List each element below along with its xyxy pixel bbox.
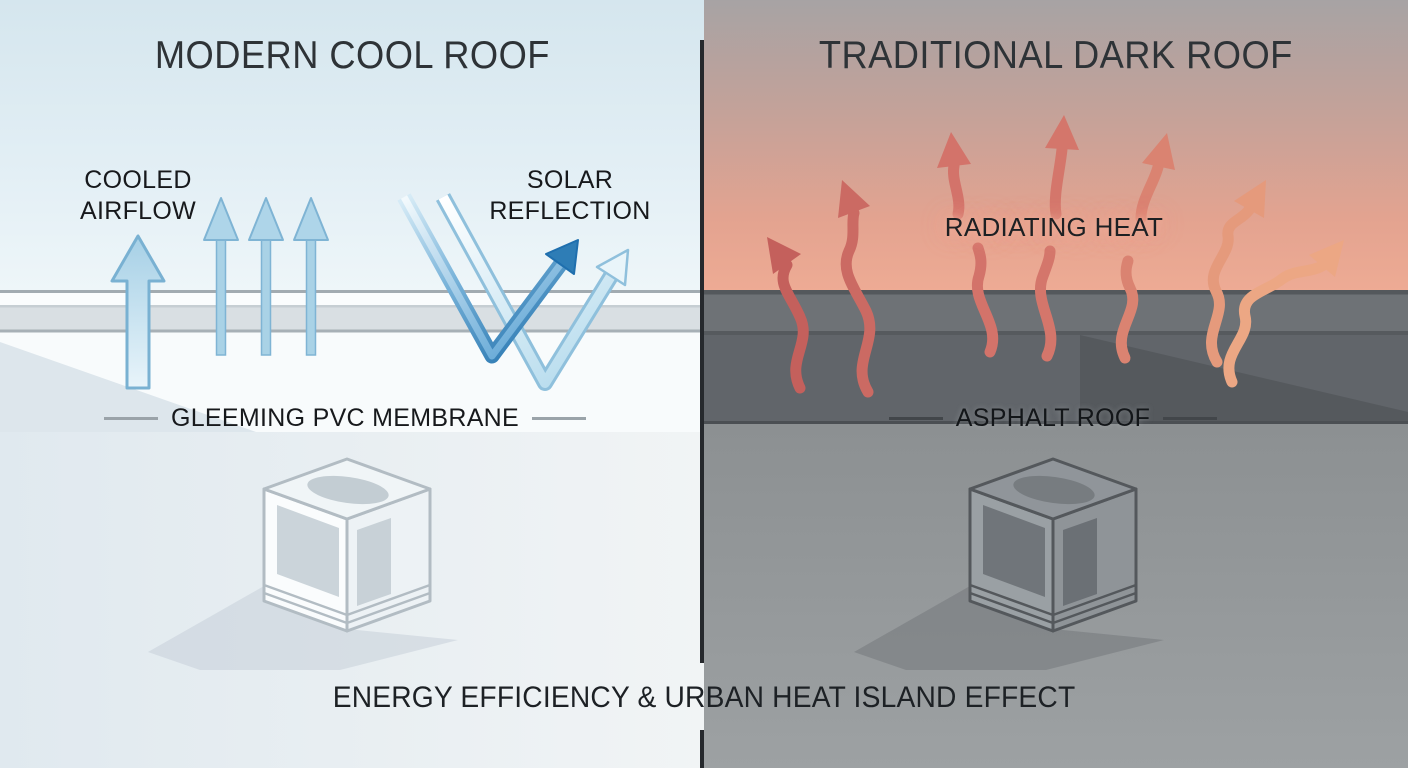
- panel-divider: [700, 40, 704, 663]
- heat-arrow-icon: [1206, 180, 1266, 368]
- fan-vent: [307, 475, 389, 505]
- cool-sky: [0, 0, 704, 292]
- right-panel-title: TRADITIONAL DARK ROOF: [819, 34, 1293, 77]
- radiating-heat-label: RADIATING HEAT: [944, 212, 1164, 242]
- footer-caption: ENERGY EFFICIENCY & URBAN HEAT ISLAND EF…: [332, 681, 1076, 714]
- heat-arrows: [767, 115, 1344, 398]
- hvac-shadow: [148, 586, 458, 670]
- cooled-airflow-label: COOLED AIRFLOW: [80, 166, 196, 225]
- parapet-shadow-wedge: [1080, 335, 1408, 421]
- hvac-unit-cool-icon: [148, 457, 458, 670]
- cooled-airflow-arrow-icon: [203, 197, 239, 356]
- right-panel-art: [704, 0, 1408, 768]
- dark-roof-edge: [704, 290, 1408, 424]
- solar-reflection-arrow-light-icon: [435, 193, 630, 391]
- heat-arrow-icon: [1223, 240, 1344, 388]
- heat-arrow-icon: [1115, 133, 1175, 364]
- hvac-shadow: [854, 586, 1164, 670]
- leader-dash: [1163, 416, 1218, 420]
- cooled-airflow-arrow-icon: [293, 197, 329, 356]
- panel-divider-lower: [700, 730, 704, 768]
- hvac-unit-dark-icon: [854, 457, 1164, 670]
- solar-reflection-arrow-dark-icon: [397, 193, 579, 364]
- heat-arrow-icon: [1035, 115, 1079, 362]
- asphalt-roof-callout: ASPHALT ROOF: [872, 403, 1234, 434]
- left-panel-title: MODERN COOL ROOF: [154, 34, 550, 77]
- left-panel-art: [0, 0, 704, 768]
- fan-vent: [1013, 475, 1095, 505]
- solar-reflection-label: SOLAR REFLECTION: [489, 166, 651, 225]
- asphalt-roof-label: ASPHALT ROOF: [955, 404, 1151, 432]
- pvc-membrane-callout: GLEEMING PVC MEMBRANE: [98, 403, 592, 434]
- cooled-airflow-arrow-large-icon: [110, 234, 166, 390]
- cooled-airflow-arrow-icon: [248, 197, 284, 356]
- leader-dash: [888, 416, 943, 420]
- heat-arrow-icon: [937, 132, 999, 358]
- heat-arrow-icon: [767, 237, 809, 394]
- heat-arrow-icon: [838, 180, 876, 398]
- pvc-membrane-label: GLEEMING PVC MEMBRANE: [170, 404, 520, 432]
- leader-dash: [103, 416, 158, 420]
- leader-dash: [532, 416, 587, 420]
